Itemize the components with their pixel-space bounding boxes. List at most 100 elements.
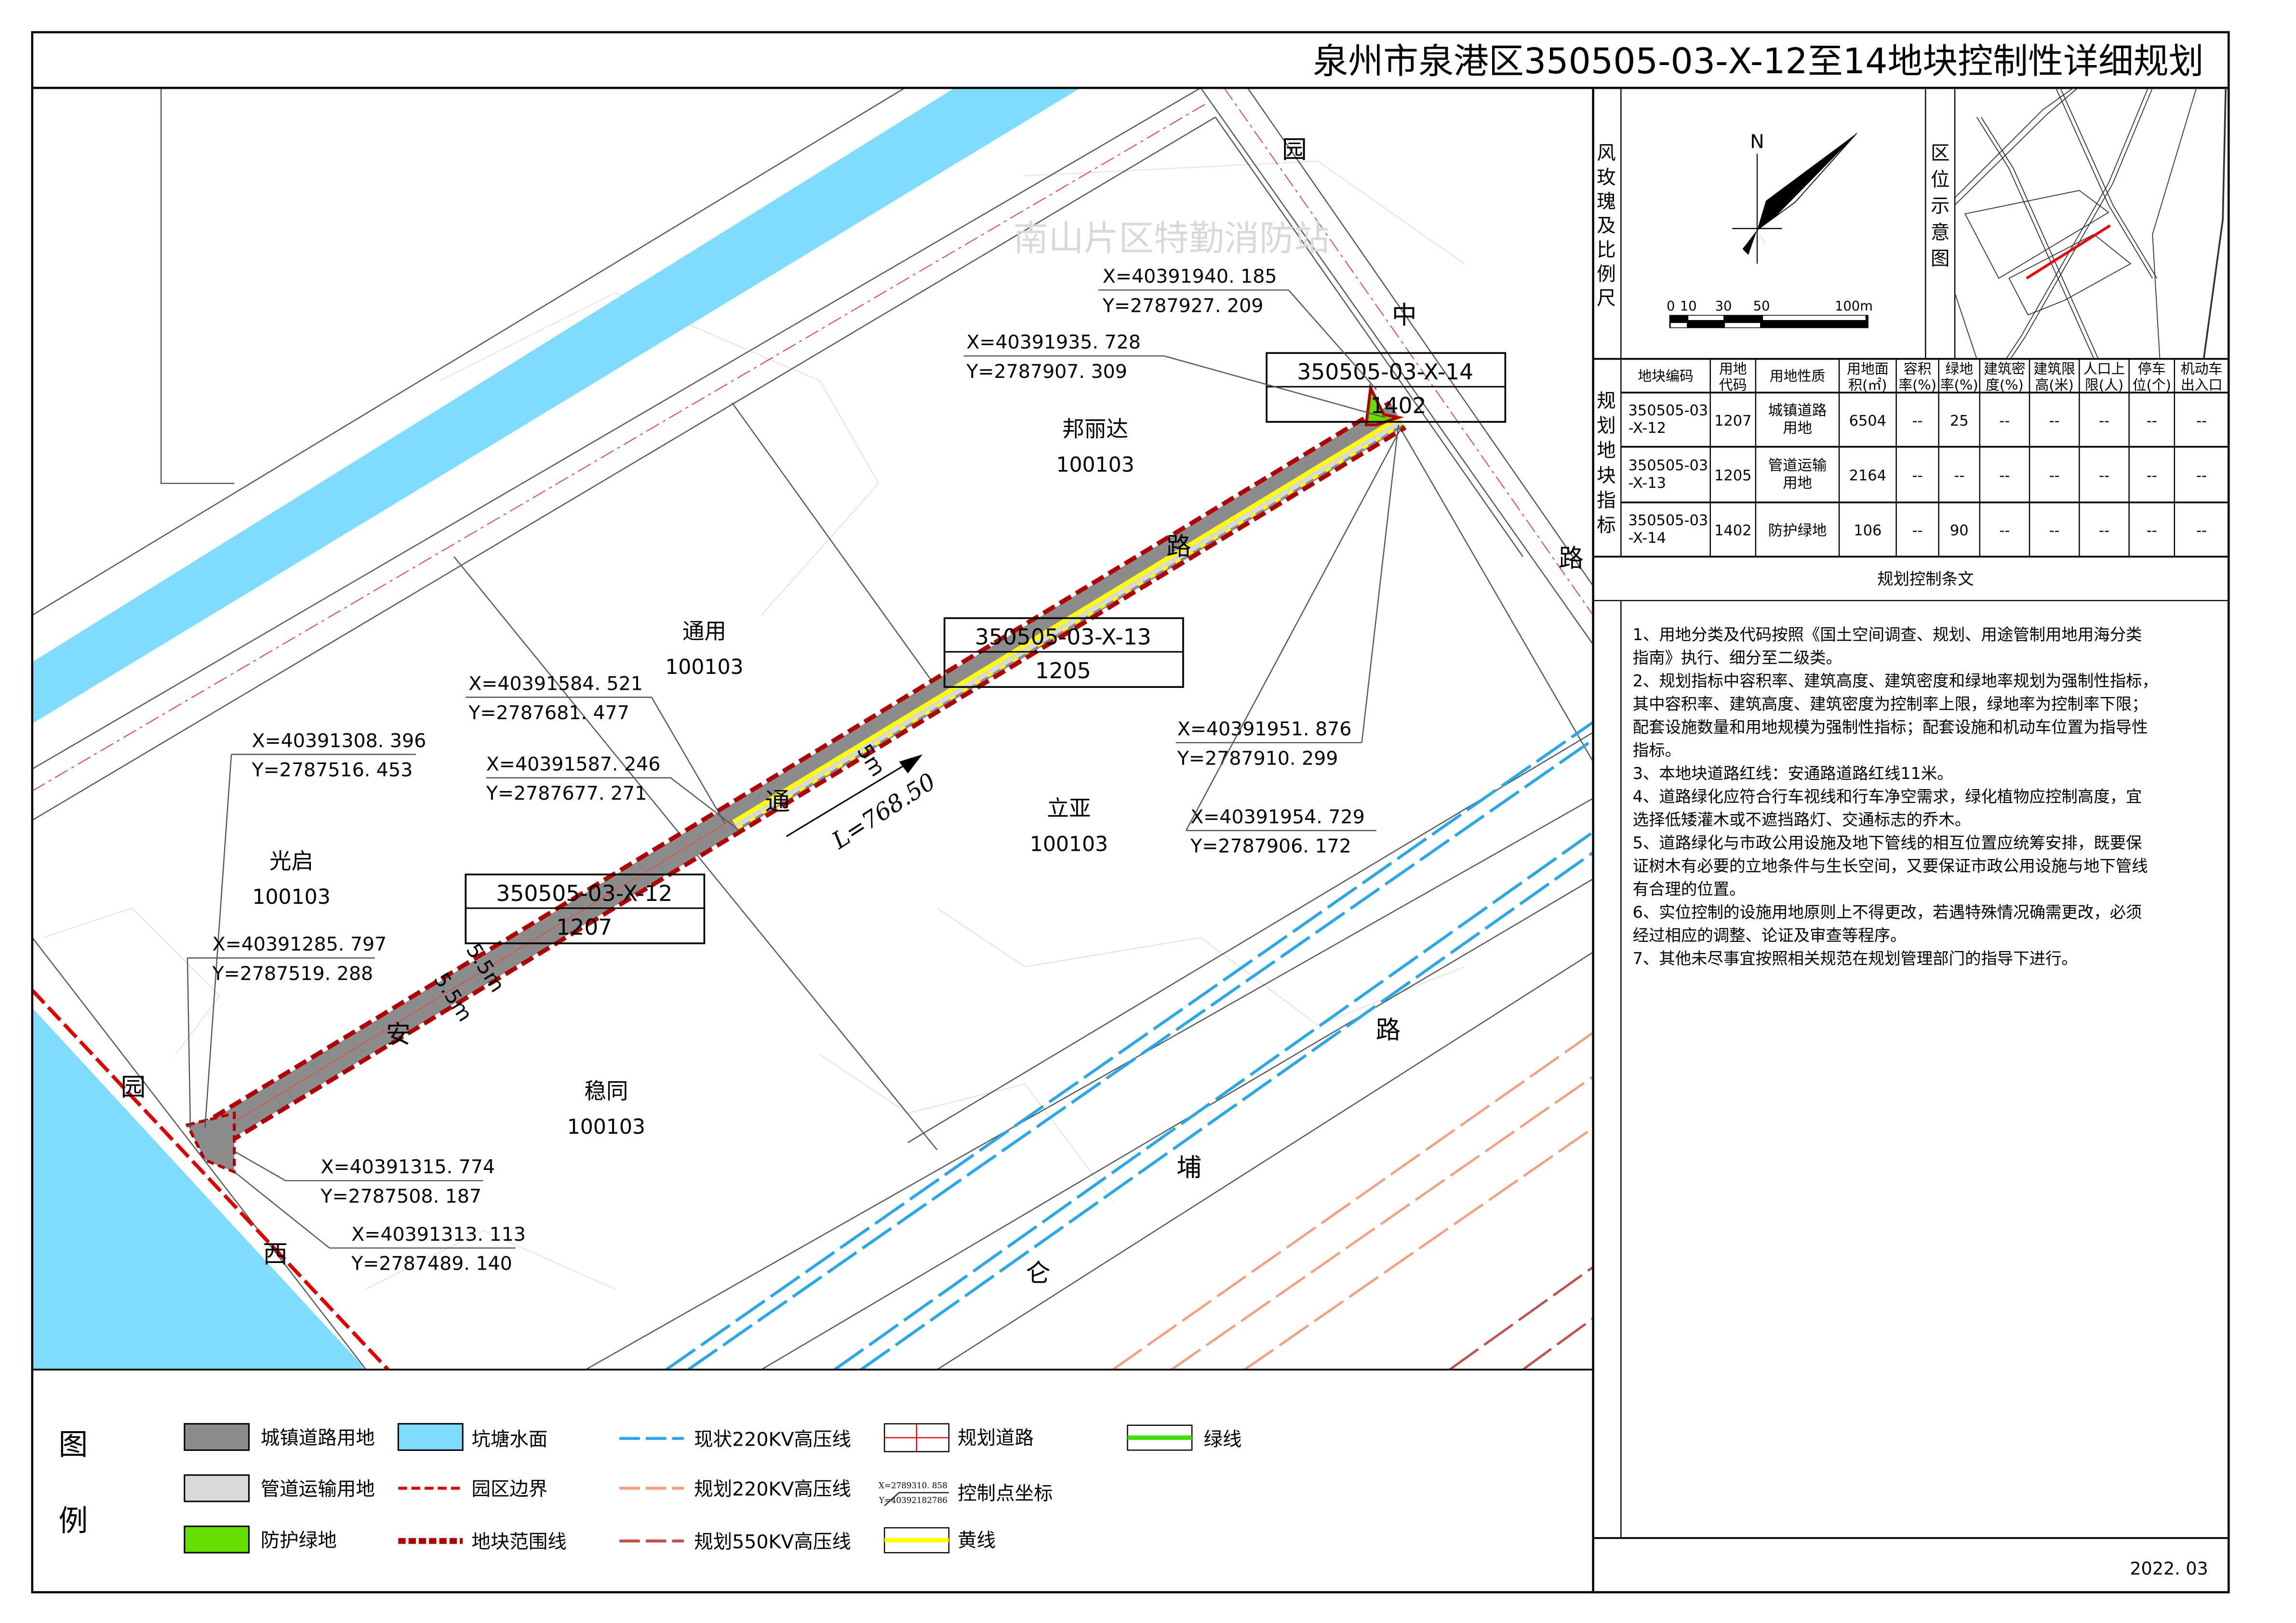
windrose-title-char: 及 (1597, 215, 1615, 237)
table-cell: -- (1912, 413, 1923, 429)
table-header-cell: 位(个) (2133, 376, 2171, 393)
water-swatch (397, 1423, 464, 1451)
legend-item-label: 地块范围线 (471, 1531, 566, 1553)
legend-item-label: 管道运输用地 (261, 1478, 375, 1501)
coord-x-label: X=40391935. 728 (966, 331, 1141, 353)
plot-landuse-code: 1207 (556, 914, 612, 940)
area-name-label: 邦丽达 (1062, 416, 1128, 442)
area-code-label: 100103 (1030, 833, 1108, 857)
coord-x-label: X=40391587. 246 (486, 753, 661, 775)
road-name-char: 园 (121, 1073, 146, 1102)
location-map-title-char: 区 (1931, 142, 1949, 164)
area-code-label: 100103 (665, 656, 743, 679)
table-cell: -- (1999, 413, 2010, 429)
table-cell: 25 (1950, 413, 1969, 429)
table-header-cell: 用地 (1719, 361, 1747, 377)
table-header-cell: 积(㎡) (1848, 376, 1887, 393)
coord-x-label: X=40391584. 521 (468, 672, 643, 695)
table-cell: 城镇道路 (1768, 402, 1827, 419)
table-cell: -- (2049, 468, 2060, 484)
plot-boundary-top (196, 401, 1391, 1129)
road-name-char: 路 (1375, 1016, 1401, 1045)
coord-x-label: X=40391308. 396 (252, 730, 427, 752)
clause-line: 指标。 (1633, 741, 1681, 760)
table-cell: -- (1999, 468, 2010, 484)
clause-line: 其中容积率、建筑高度、建筑密度为控制率上限，绿地率为控制率下限； (1633, 695, 2148, 713)
legend-item-label: 城镇道路用地 (261, 1427, 375, 1449)
table-cell: -- (2099, 523, 2109, 539)
coord-x-label: X=40391315. 774 (320, 1156, 495, 1178)
table-cell: -- (2196, 523, 2207, 539)
table-header-cell: 用地性质 (1770, 368, 1825, 384)
clause-line: 6、实位控制的设施用地原则上不得更改，若遇特殊情况确需更改，必须 (1633, 903, 2142, 922)
table-header-cell: 代码 (1719, 376, 1747, 393)
table-cell: -- (2099, 413, 2109, 429)
table-cell: -- (1912, 468, 1923, 484)
location-map-title-char: 示 (1931, 195, 1949, 217)
table-cell: 管道运输 (1768, 457, 1827, 474)
planned-road-symbol (883, 1423, 950, 1452)
table-cell: 1205 (1714, 468, 1751, 484)
coord-y-label: Y=2787489. 140 (351, 1253, 512, 1275)
road-name-char: 路 (1166, 533, 1191, 562)
legend-item-label: 规划550KV高压线 (694, 1531, 851, 1553)
table-cell: -- (2147, 413, 2157, 429)
road-name-char: 通 (765, 787, 790, 816)
table-header-cell: 限(人) (2085, 376, 2123, 393)
table-cell: -- (1954, 468, 1964, 484)
map-area: 南山片区特勤消防站 5m 5.5m 5.5m L=768.50 邦丽达10010… (32, 88, 1593, 1370)
table-header-cell: 容积 (1904, 361, 1932, 377)
area-code-label: 100103 (567, 1115, 645, 1139)
area-name-label: 稳同 (584, 1078, 628, 1104)
windrose-title-char: 风 (1597, 142, 1615, 164)
location-map-title-char: 位 (1931, 169, 1949, 191)
coord-y-label: Y=2787508. 187 (320, 1185, 481, 1207)
legend-sample-x: X=2789310. 858 (879, 1480, 948, 1490)
table-cell: -X-13 (1629, 475, 1666, 492)
legend-sample-y: Y=40392182786 (879, 1495, 948, 1505)
table-title-char: 划 (1597, 415, 1615, 437)
project-location-marker (2026, 224, 2111, 280)
legend-item-label: 坑塘水面 (471, 1428, 547, 1450)
table-header-cell: 建筑密 (1984, 361, 2026, 377)
wind-rose-icon: N (1732, 131, 1857, 264)
clause-line: 指南》执行、细分至二级类。 (1633, 648, 1842, 667)
scale-tick-label: 50 (1753, 299, 1770, 314)
scale-tick-label: 10 (1680, 299, 1697, 314)
arrow-head-icon (899, 754, 923, 774)
table-header-cell: 人口上 (2083, 361, 2125, 377)
legend-title-char: 图 (59, 1428, 88, 1462)
table-cell: -- (1999, 523, 2010, 539)
area-name-label: 立亚 (1047, 796, 1091, 821)
area-name-label: 通用 (682, 618, 726, 644)
plot-landuse-code: 1205 (1035, 658, 1091, 684)
coord-y-label: Y=2787677. 271 (486, 782, 647, 805)
table-cell: 用地 (1783, 475, 1812, 492)
legend-item-label: 园区边界 (471, 1478, 547, 1501)
area-code-label: 100103 (1056, 453, 1134, 477)
main-road-antong (196, 401, 1407, 1154)
road-name-char: 园 (1282, 135, 1307, 164)
control-point-symbol (884, 1492, 949, 1506)
clauses-title: 规划控制条文 (1877, 569, 1974, 588)
legend-item-label: 现状220KV高压线 (694, 1428, 851, 1450)
table-cell: 2164 (1849, 468, 1886, 484)
frame-lines (31, 31, 2230, 1594)
road-centerlines (32, 88, 1593, 791)
table-header-cell: 高(米) (2035, 376, 2074, 393)
clause-line: 证树木有必要的立地条件与生长空间，又要保证市政公用设施与地下管线 (1633, 857, 2148, 875)
page-title: 泉州市泉港区350505-03-X-12至14地块控制性详细规划 (1313, 41, 2203, 82)
coord-x-label: X=40391940. 185 (1103, 265, 1277, 287)
coord-y-label: Y=2787906. 172 (1190, 835, 1351, 858)
indicator-table: 地块编码用地代码用地性质用地面积(㎡)容积率(%)绿地率(%)建筑密度(%)建筑… (1620, 358, 2229, 557)
table-cell: -- (2099, 468, 2109, 484)
location-map-title-char: 图 (1931, 248, 1949, 270)
